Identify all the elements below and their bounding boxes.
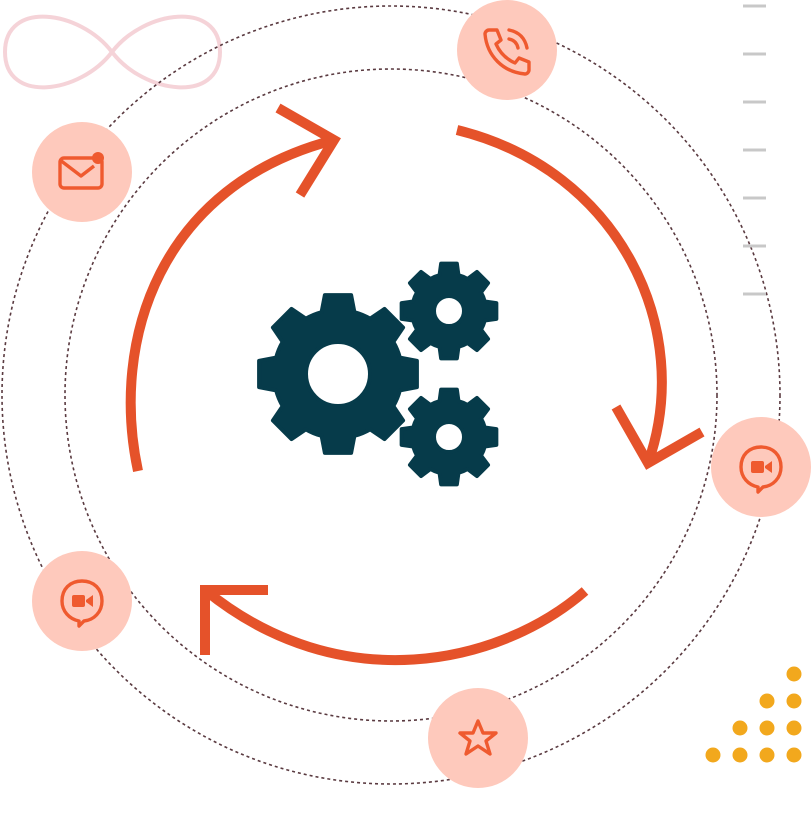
outer-orbit-circle [1, 5, 781, 785]
video-chat-node-right[interactable] [711, 417, 811, 517]
cycle-arrows [125, 103, 705, 666]
arrow-bottom [201, 586, 589, 666]
decor-dot [705, 747, 721, 763]
decor-dot [786, 693, 802, 709]
email-notification-icon [58, 152, 104, 190]
small-gear-bottom [399, 387, 499, 487]
video-chat-icon [739, 445, 783, 494]
large-gear [257, 293, 419, 455]
decor-dot [786, 666, 802, 682]
arrow-top-left [125, 135, 336, 473]
star-icon [458, 719, 498, 756]
decor-dot [732, 720, 748, 736]
arrow-right [455, 125, 667, 465]
decor-dot [732, 747, 748, 763]
video-chat-icon [60, 579, 104, 628]
phone-call-node[interactable] [457, 0, 557, 100]
arrow-bottom-head [200, 585, 268, 655]
infinity-icon [2, 14, 223, 90]
decor-dot [759, 693, 775, 709]
arrow-top-left-head [275, 103, 341, 198]
tick-marks [743, 4, 766, 296]
gears-icon [257, 261, 499, 487]
small-gear-top [399, 261, 499, 361]
dot-grid [705, 666, 802, 763]
phone-call-icon [483, 28, 531, 76]
decor-dot [786, 747, 802, 763]
inner-orbit-circle [64, 68, 718, 722]
arrow-right-head [611, 404, 705, 470]
decor-dot [759, 747, 775, 763]
star-node[interactable] [428, 688, 528, 788]
decor-dot [759, 720, 775, 736]
email-notification-node[interactable] [32, 122, 132, 222]
video-chat-node-left[interactable] [32, 551, 132, 651]
decor-dot [786, 720, 802, 736]
